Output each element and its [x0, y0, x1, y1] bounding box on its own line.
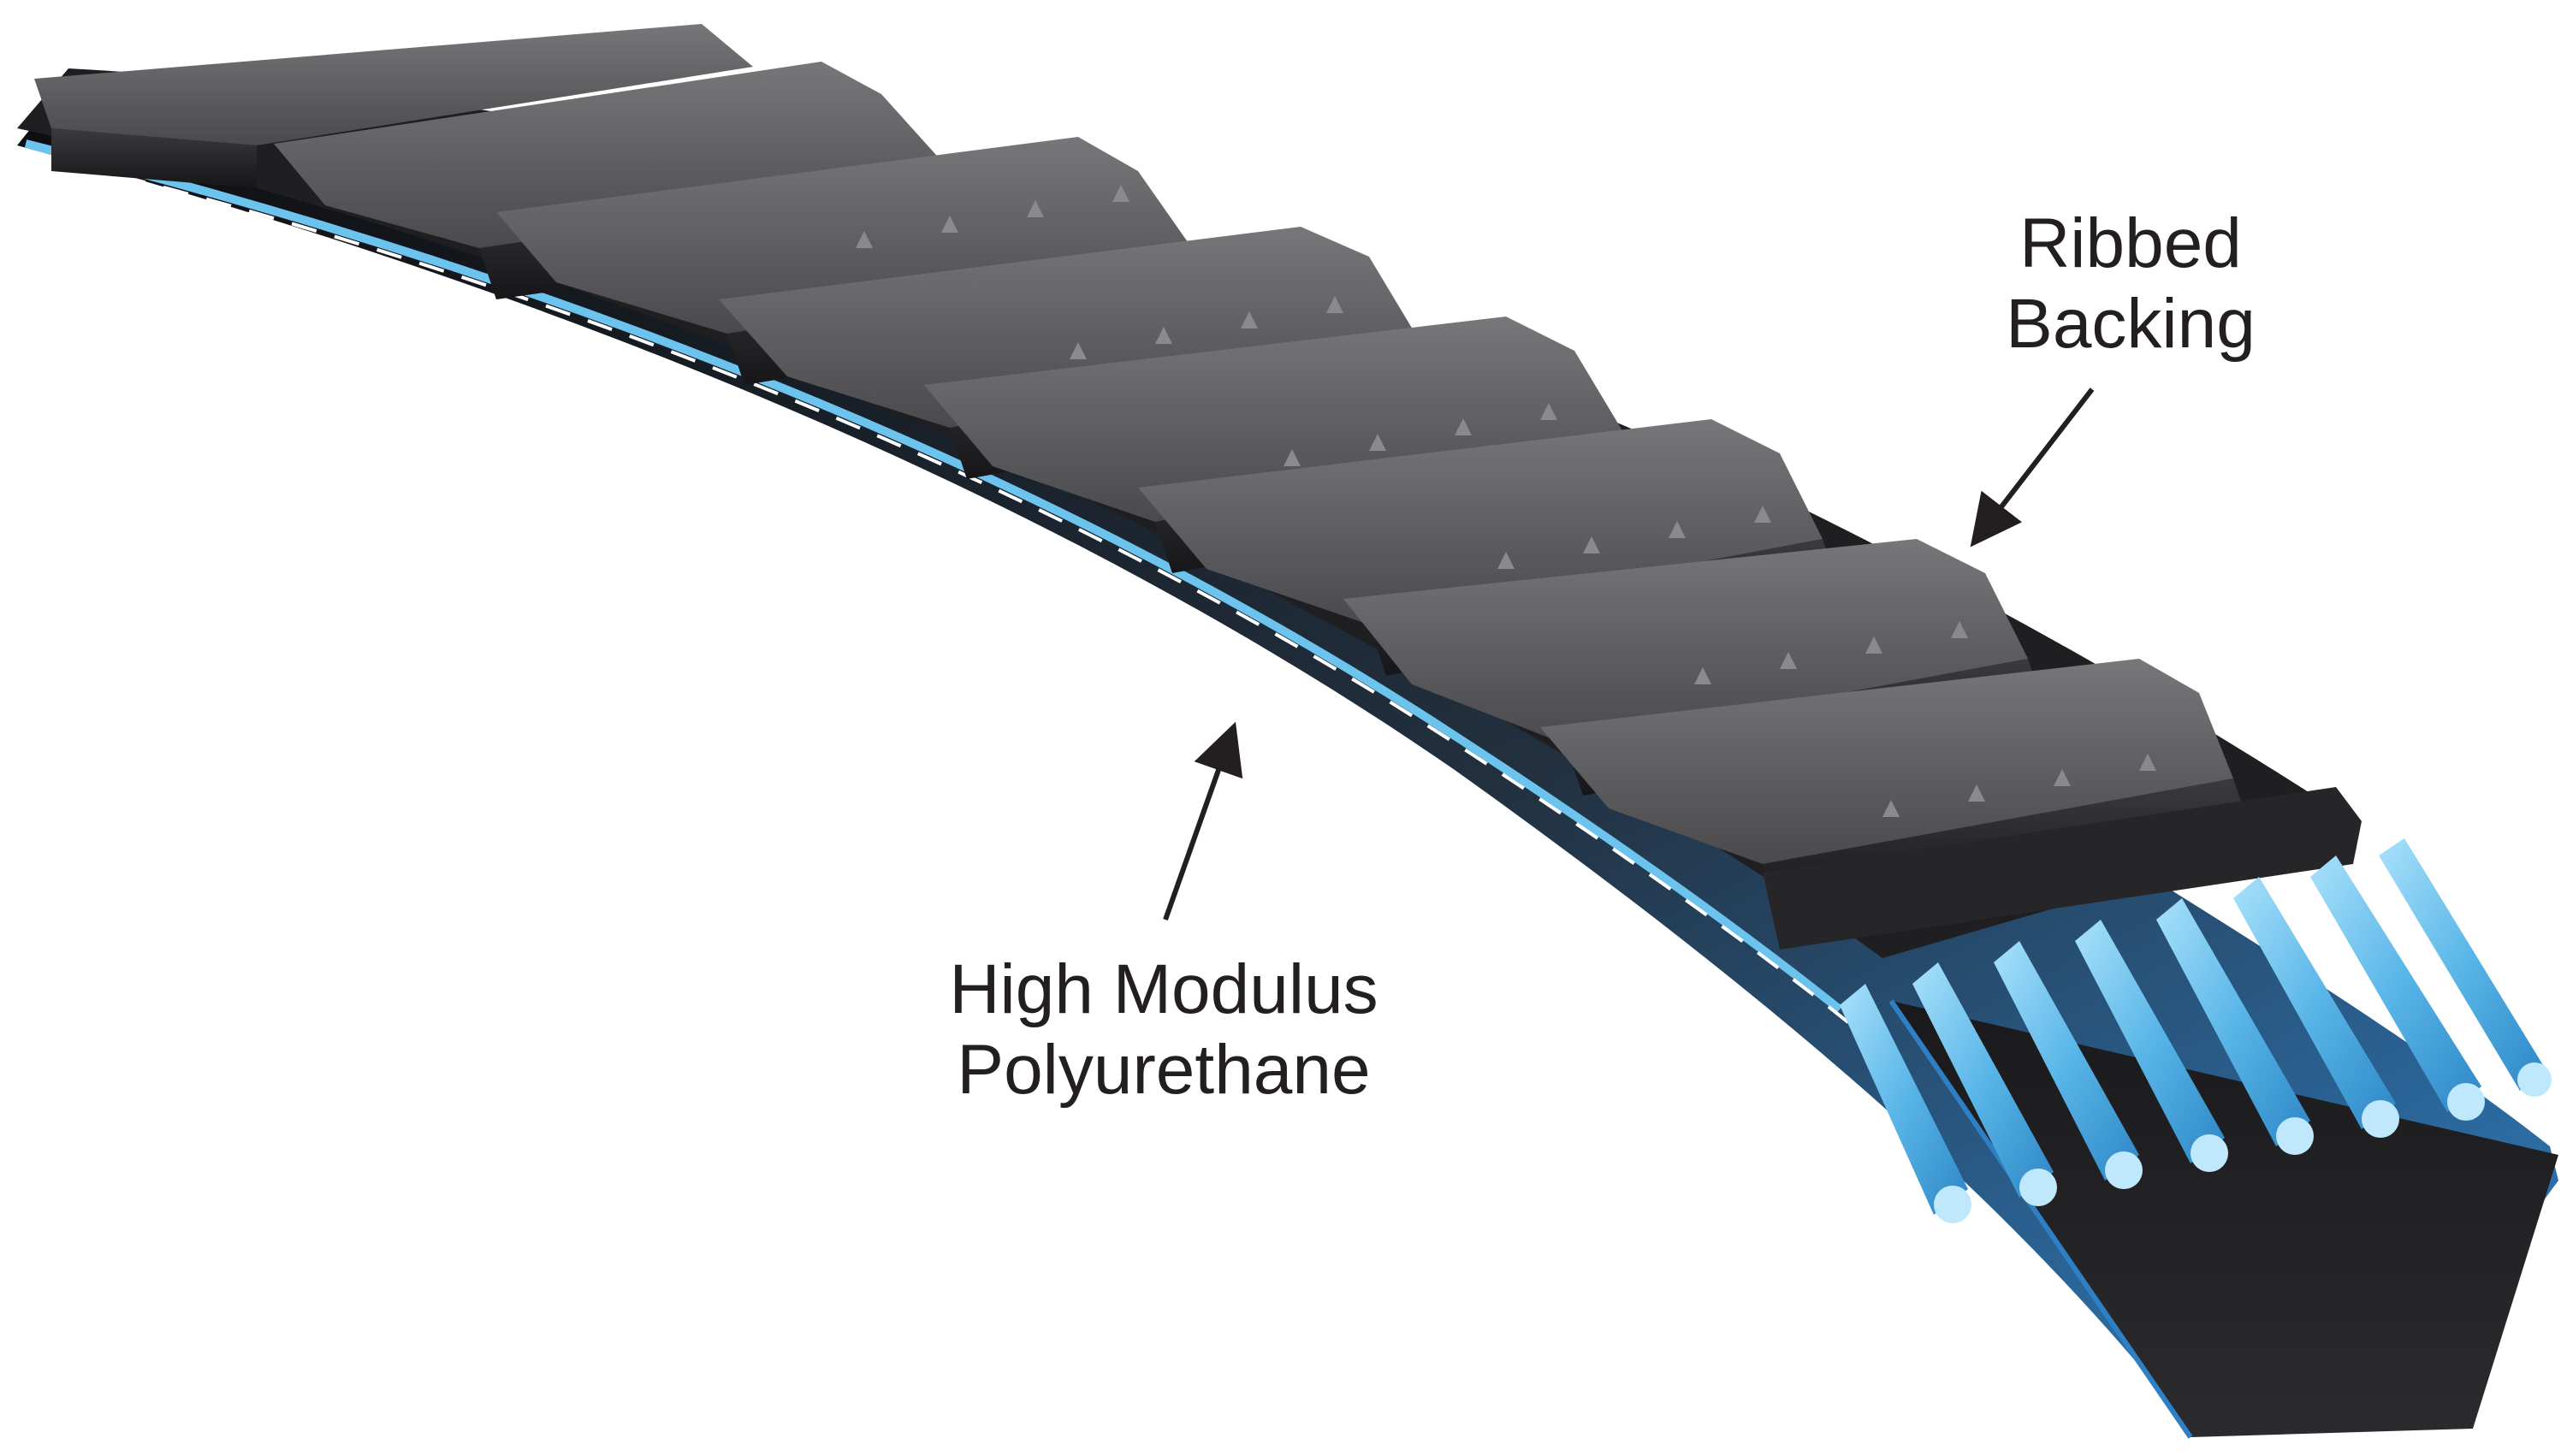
cord — [1840, 984, 1971, 1223]
cord — [2310, 855, 2485, 1121]
belt-end-face — [1891, 1001, 2558, 1437]
belt-side-body — [17, 103, 2558, 1429]
belt-end-edge — [1888, 999, 2193, 1439]
rib-tooth-marks — [856, 185, 2156, 817]
label-ribbed-line-2: Backing — [2006, 285, 2256, 363]
arrow-polyurethane — [1163, 721, 1243, 921]
cord-seam-highlight — [33, 152, 1850, 1024]
cord — [1994, 941, 2143, 1189]
cord — [1912, 962, 2057, 1206]
label-pu-line-2: Polyurethane — [957, 1031, 1371, 1109]
cord — [2156, 898, 2314, 1155]
cord — [2233, 877, 2399, 1138]
cord — [2075, 920, 2228, 1172]
arrow-ribbed-backing — [1970, 388, 2095, 547]
tensile-cords — [1840, 838, 2552, 1223]
rib-end — [1763, 787, 2362, 950]
label-pu-line-1: High Modulus — [949, 950, 1378, 1028]
rib — [34, 24, 753, 188]
cord — [2379, 838, 2552, 1097]
cord-seam-line — [24, 139, 1843, 1013]
ribs — [34, 24, 2362, 950]
label-ribbed-backing: Ribbed Backing — [1968, 204, 2293, 364]
label-high-modulus-polyurethane: High Modulus Polyurethane — [873, 950, 1455, 1110]
label-ribbed-line-1: Ribbed — [2019, 204, 2242, 282]
